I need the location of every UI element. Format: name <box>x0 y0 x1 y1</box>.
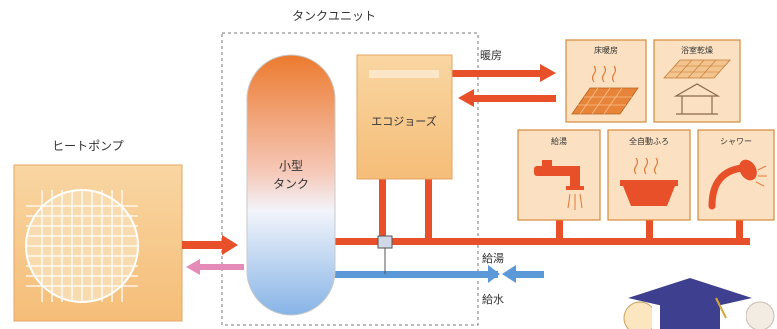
cold-pipe-inlet <box>514 271 544 278</box>
hot-water-main <box>330 238 750 245</box>
shower-icon <box>708 159 767 210</box>
hot-arrow-to-tank <box>222 235 238 255</box>
heating-return-arrow <box>458 89 474 107</box>
bathroom-dryer-box: 浴室乾燥 <box>653 39 741 123</box>
cold-arrow-end <box>488 265 500 283</box>
cold-arrow-in <box>502 265 516 283</box>
heating-out-arrow <box>540 64 556 82</box>
small-tank-label-1: 小型 <box>279 159 303 173</box>
bathtub-icon <box>620 157 678 206</box>
heating-label: 暖房 <box>480 49 502 62</box>
tank-unit-label: タンクユニット <box>292 9 376 23</box>
tank-unit-enclosure <box>221 32 479 326</box>
bath-branch <box>646 220 653 244</box>
ecojozu-drop-left <box>379 178 386 244</box>
shower-box: シャワー <box>697 129 775 221</box>
cold-pipe-supply <box>330 271 498 278</box>
fan-grille-icon <box>25 189 139 303</box>
heat-pump-label: ヒートポンプ <box>52 139 124 153</box>
heating-return-pipe <box>472 95 556 102</box>
hot-pipe-heatpump <box>182 241 224 249</box>
ecojozu-label: エコジョーズ <box>371 114 436 128</box>
bathroom-dryer-icon <box>663 59 731 115</box>
return-pipe <box>198 264 244 270</box>
graduation-cap-icon <box>623 278 775 329</box>
faucet-box: 給湯 <box>517 129 601 221</box>
mixing-valve <box>377 235 393 249</box>
water-supply-label: 給水 <box>482 292 504 306</box>
heating-out-pipe <box>452 70 542 77</box>
return-arrow <box>186 259 200 275</box>
floor-heating-box: 床暖房 <box>565 39 647 123</box>
small-tank: 小型 タンク <box>246 54 336 316</box>
faucet-branch <box>556 220 563 244</box>
floor-heating-icon <box>571 65 639 115</box>
auto-bath-box: 全自動ふろ <box>607 129 691 221</box>
shower-branch <box>736 220 743 244</box>
heat-pump-unit <box>13 164 183 322</box>
ecojozu-unit: エコジョーズ <box>356 54 453 180</box>
pipes <box>182 64 750 283</box>
faucet-label: 給湯 <box>551 136 567 146</box>
small-tank-label-2: タンク <box>273 177 309 191</box>
faucet-icon <box>534 160 584 210</box>
floor-heating-label: 床暖房 <box>594 45 618 55</box>
shower-label: シャワー <box>720 137 752 146</box>
bathroom-dryer-label: 浴室乾燥 <box>681 45 713 55</box>
ecojozu-drop-right <box>425 178 432 244</box>
auto-bath-label: 全自動ふろ <box>629 136 669 146</box>
hot-water-label: 給湯 <box>482 251 504 265</box>
